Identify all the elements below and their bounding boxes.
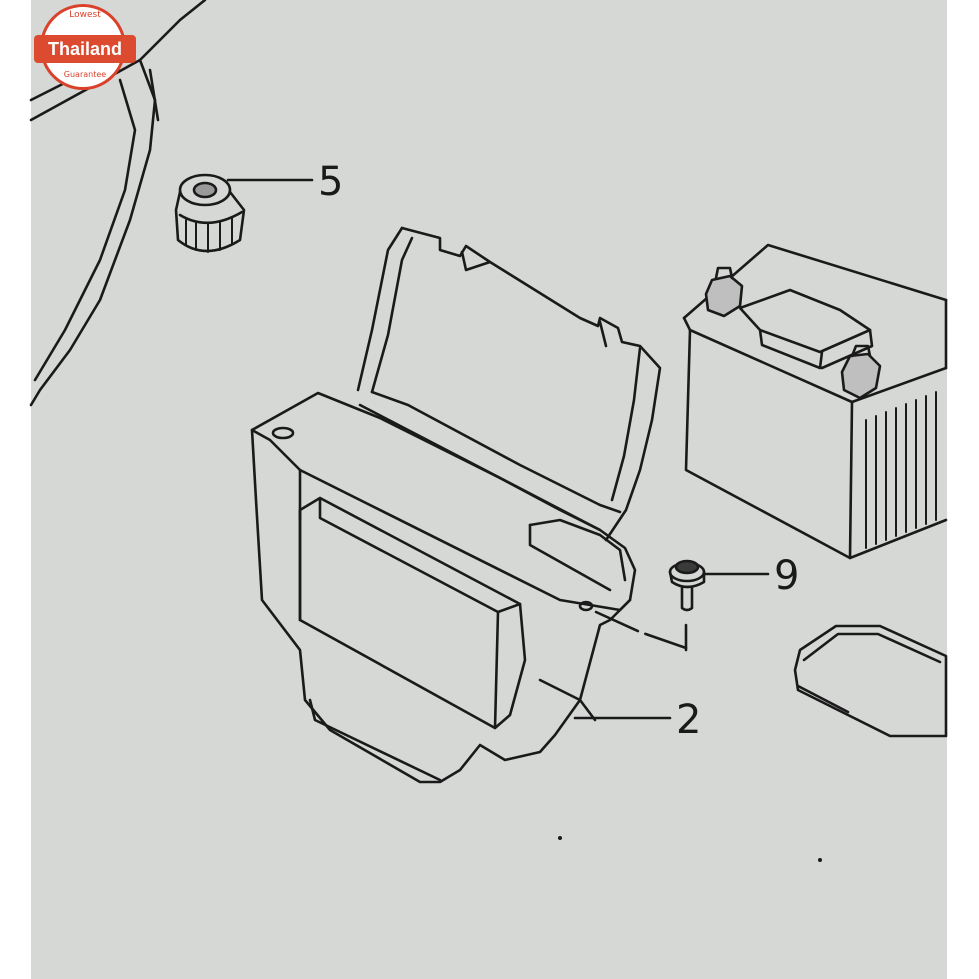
grommet-part-5 bbox=[174, 173, 314, 253]
bolt-part-9 bbox=[668, 559, 770, 612]
badge-bottom-text: Guarantee bbox=[63, 70, 107, 79]
badge-banner: Thailand bbox=[34, 35, 136, 63]
callout-2: 2 bbox=[676, 697, 702, 743]
badge-top-text: Lowest bbox=[69, 10, 101, 20]
battery bbox=[682, 243, 948, 560]
paper-specks bbox=[558, 836, 822, 862]
battery-pad bbox=[793, 624, 948, 738]
battery-cover-part-2 bbox=[250, 226, 688, 784]
paper-background bbox=[31, 0, 947, 979]
callout-5: 5 bbox=[318, 159, 344, 205]
callout-9: 9 bbox=[774, 553, 800, 599]
lowest-price-badge: Lowest Thailand Guarantee bbox=[34, 4, 136, 90]
